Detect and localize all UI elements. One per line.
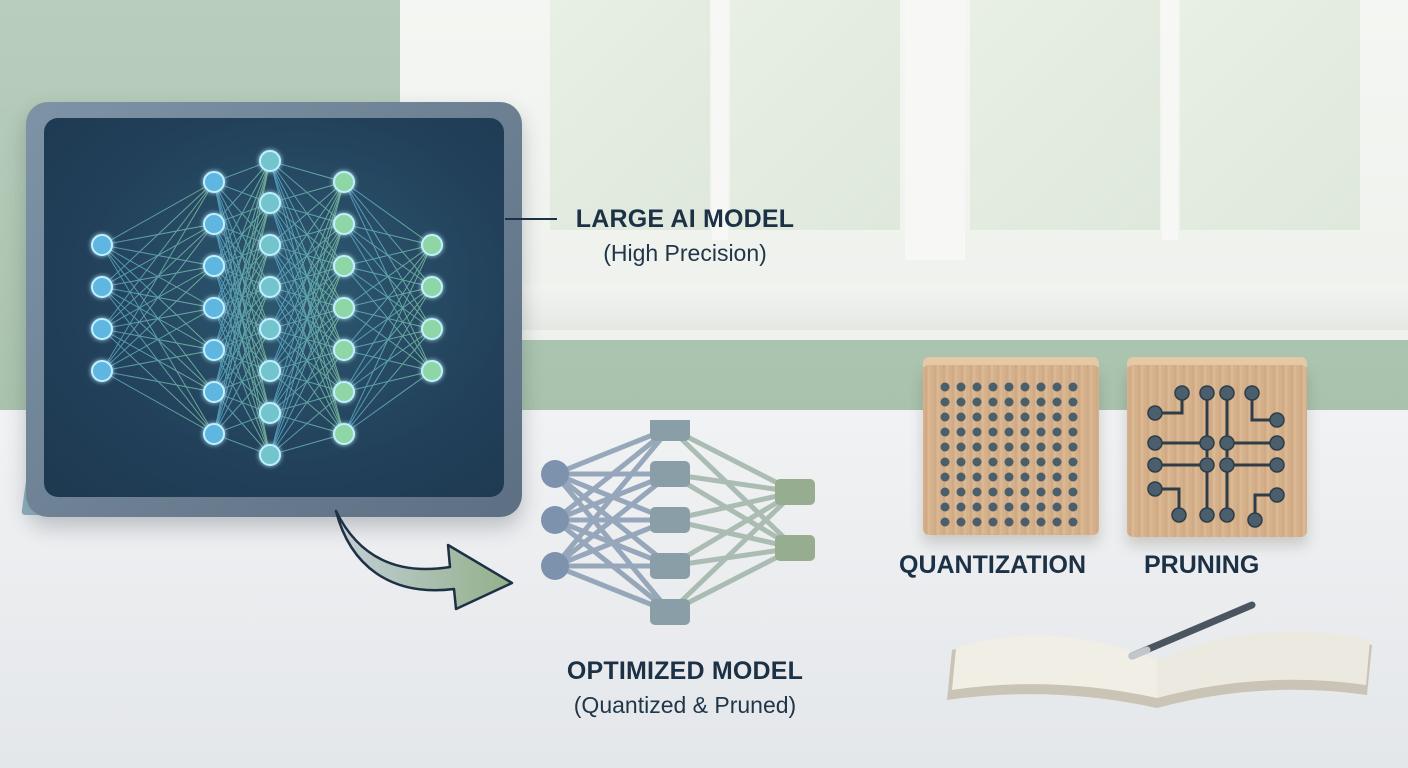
leader-line bbox=[505, 218, 557, 220]
window-sill bbox=[400, 285, 1408, 330]
optimized-model-label: OPTIMIZED MODEL (Quantized & Pruned) bbox=[540, 657, 830, 719]
background-window bbox=[400, 0, 1408, 340]
tablet-screen bbox=[44, 118, 504, 497]
window-pane bbox=[970, 0, 1160, 230]
curved-arrow-icon bbox=[334, 509, 514, 611]
optimized-model-subtitle: (Quantized & Pruned) bbox=[573, 692, 797, 718]
quantization-block bbox=[923, 357, 1099, 535]
window-mullion bbox=[712, 0, 728, 240]
pruning-block bbox=[1127, 357, 1307, 537]
large-model-title: LARGE AI MODEL bbox=[575, 205, 795, 233]
window-frame bbox=[905, 0, 965, 260]
pruning-label: PRUNING bbox=[1144, 551, 1260, 579]
dot-grid-icon bbox=[940, 382, 1078, 527]
tablet bbox=[26, 102, 522, 517]
circuit-traces-icon bbox=[1147, 385, 1285, 528]
notebook-with-pen-icon bbox=[947, 601, 1372, 708]
quantization-label: QUANTIZATION bbox=[899, 551, 1087, 579]
large-neural-network-icon bbox=[91, 150, 443, 466]
window-mullion bbox=[1162, 0, 1178, 240]
optimized-neural-network-icon bbox=[541, 420, 815, 625]
window-pane bbox=[1180, 0, 1360, 230]
window-pane bbox=[550, 0, 710, 230]
optimized-model-title: OPTIMIZED MODEL bbox=[566, 657, 804, 685]
large-model-label: LARGE AI MODEL (High Precision) bbox=[560, 205, 810, 267]
large-model-subtitle: (High Precision) bbox=[603, 240, 767, 266]
window-pane bbox=[730, 0, 900, 230]
